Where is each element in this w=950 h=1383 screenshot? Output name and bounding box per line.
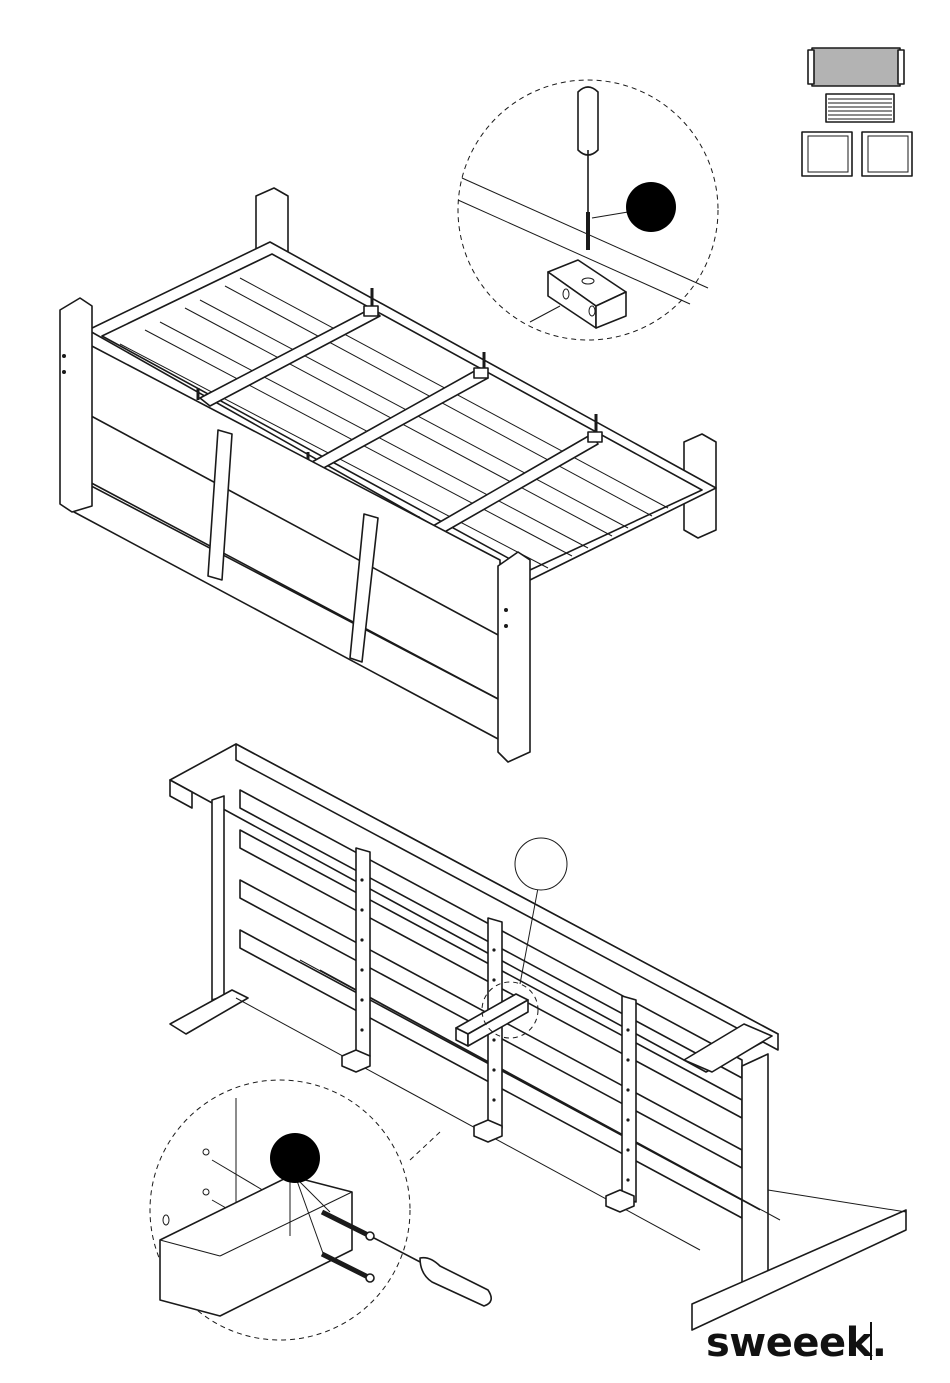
filled-circle-badge	[270, 1133, 320, 1183]
empty-circle-callout	[515, 838, 567, 890]
thumbnail-chair-left	[802, 132, 852, 176]
step2-detail	[150, 1080, 491, 1340]
thumbnail-table	[826, 94, 894, 122]
brand-divider	[870, 1322, 872, 1360]
screwdriver-icon	[578, 87, 598, 212]
filled-circle-badge	[626, 182, 676, 232]
thumbnail-furniture-set	[802, 48, 912, 176]
step1-bench	[60, 188, 716, 762]
screw-icon	[588, 212, 628, 250]
screwdriver-icon	[374, 1238, 491, 1306]
thumbnail-chair-right	[862, 132, 912, 176]
step1-detail	[458, 80, 718, 340]
brand-logo: sweeek.	[706, 1320, 886, 1366]
